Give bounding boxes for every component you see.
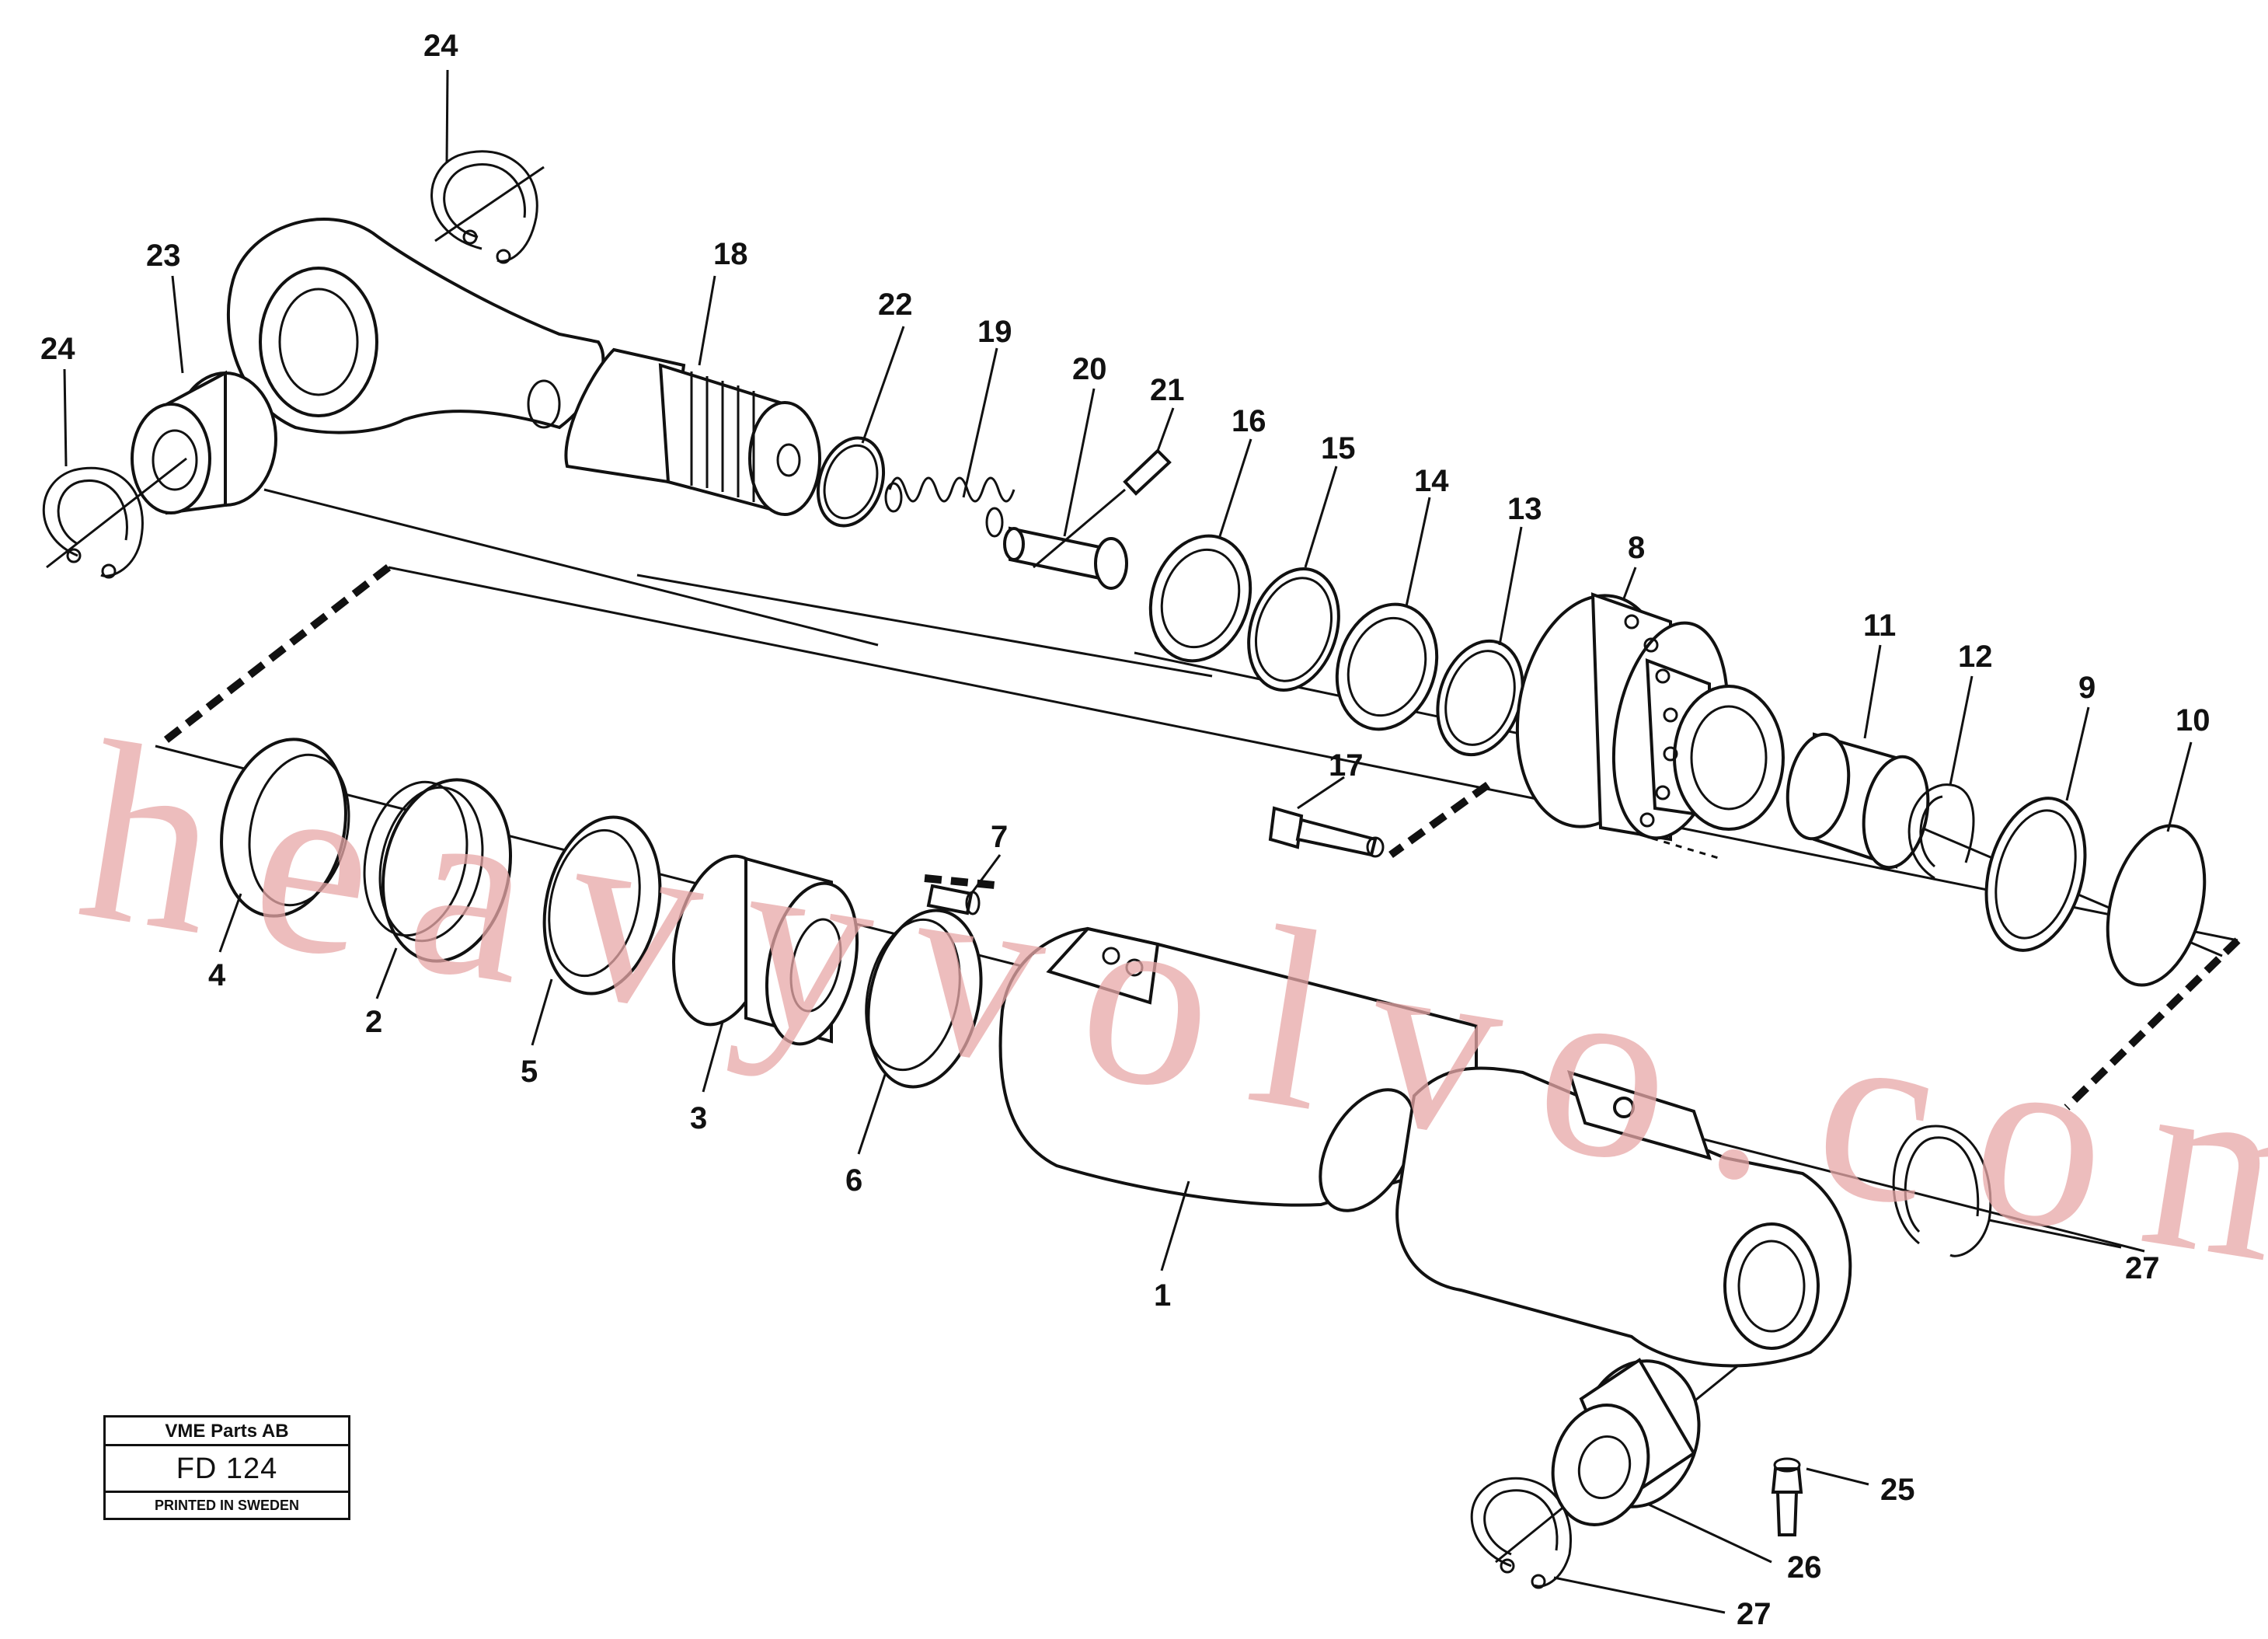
part-7-nipple <box>926 884 981 915</box>
leader-lines <box>63 69 2193 1614</box>
callout-25: 25 <box>1880 1473 1915 1507</box>
part-1-cylinder-tube <box>998 926 1852 1368</box>
part-20-valve <box>1003 526 1128 590</box>
callout-24-left: 24 <box>40 332 75 366</box>
callout-27-bottom: 27 <box>1737 1597 1772 1631</box>
part-27-circlip-right <box>1892 1125 1992 1257</box>
title-block: VME Parts AB FD 124 PRINTED IN SWEDEN <box>103 1415 350 1520</box>
callout-20: 20 <box>1072 352 1107 386</box>
part-22-o-ring <box>816 436 886 528</box>
callout-26: 26 <box>1787 1550 1822 1585</box>
piston-rings-4-6 <box>220 738 983 1089</box>
callout-15: 15 <box>1321 431 1356 466</box>
part-27-circlip-bottom <box>1470 1477 1572 1589</box>
part-8-cylinder-head <box>1515 592 1785 842</box>
title-block-company: VME Parts AB <box>106 1418 348 1446</box>
part-24-circlip-top <box>430 150 545 264</box>
callout-18: 18 <box>713 237 748 271</box>
callout-16: 16 <box>1232 404 1266 438</box>
callout-10: 10 <box>2176 703 2211 738</box>
callout-27-right: 27 <box>2125 1251 2160 1285</box>
callout-9: 9 <box>2078 671 2096 705</box>
part-17-bolt <box>1268 806 1385 858</box>
callout-5: 5 <box>521 1055 538 1089</box>
part-24-circlip-left <box>42 457 187 579</box>
callout-24-top: 24 <box>423 29 458 63</box>
callout-23: 23 <box>146 239 181 273</box>
part-18-piston-rod <box>564 347 821 516</box>
callout-1: 1 <box>1154 1278 1171 1313</box>
callout-8: 8 <box>1628 531 1645 565</box>
callout-12: 12 <box>1958 640 1993 674</box>
part-25-grease-nipple <box>1771 1457 1803 1536</box>
callout-6: 6 <box>845 1163 862 1198</box>
title-block-drawing-code: FD 124 <box>106 1446 348 1493</box>
callouts: 24 23 24 18 22 19 20 21 16 15 14 13 8 11… <box>40 29 2211 1631</box>
part-19-spring <box>884 476 1016 538</box>
title-block-printed: PRINTED IN SWEDEN <box>154 1498 299 1513</box>
callout-22: 22 <box>878 288 913 322</box>
callout-11: 11 <box>1863 609 1896 643</box>
part-26-bushing <box>1551 1358 1701 1526</box>
callout-2: 2 <box>365 1005 382 1039</box>
part-23-bushing <box>131 370 277 515</box>
part-21-pin <box>1033 448 1172 569</box>
callout-19: 19 <box>977 315 1012 349</box>
callout-21: 21 <box>1150 373 1185 407</box>
seal-rings-16-13 <box>1148 534 1524 757</box>
callout-7: 7 <box>991 820 1008 854</box>
callout-3: 3 <box>690 1101 707 1135</box>
callout-4: 4 <box>208 958 226 992</box>
rod-eye <box>226 218 605 434</box>
callout-13: 13 <box>1507 492 1542 526</box>
callout-17: 17 <box>1329 748 1364 783</box>
parts-11-10-rings <box>1785 732 2207 987</box>
callout-14: 14 <box>1414 464 1449 498</box>
